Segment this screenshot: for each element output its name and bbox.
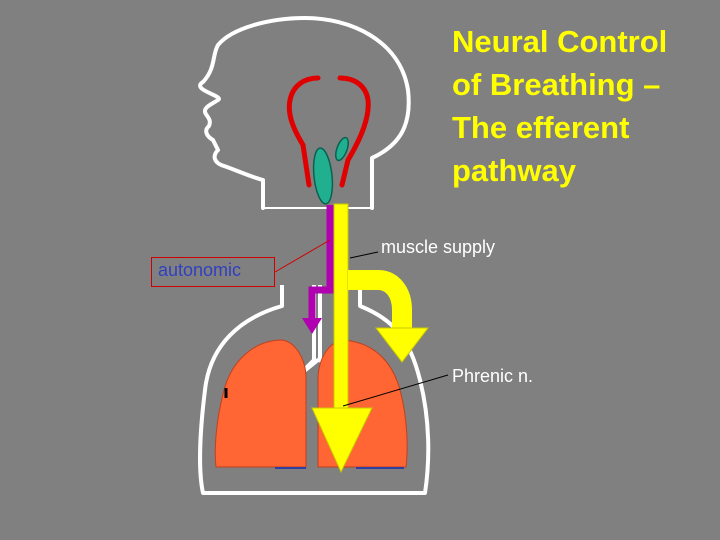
phrenic-arrowhead [374,327,430,363]
phrenic-branch [348,270,412,330]
muscle-supply-label: muscle supply [381,237,496,257]
slide-title: Neural Control of Breathing – The effere… [452,24,668,188]
motor-arrowhead [311,407,373,474]
muscle-supply-leader [349,251,379,259]
motor-pathway-trunk [333,203,349,417]
autonomic-leader [274,239,331,273]
phrenic-nerve-label: Phrenic n. [452,366,534,386]
brainstem [312,147,334,205]
phrenic-leader [342,374,449,407]
left-lung [214,339,307,468]
head-outline [198,16,411,210]
autonomic-label: autonomic [151,257,275,287]
autonomic-pathway [308,205,334,320]
autonomic-arrowhead [302,318,322,334]
brain-outline-right [337,75,371,188]
brain-outline-left [286,75,321,188]
cerebellum [335,136,349,162]
